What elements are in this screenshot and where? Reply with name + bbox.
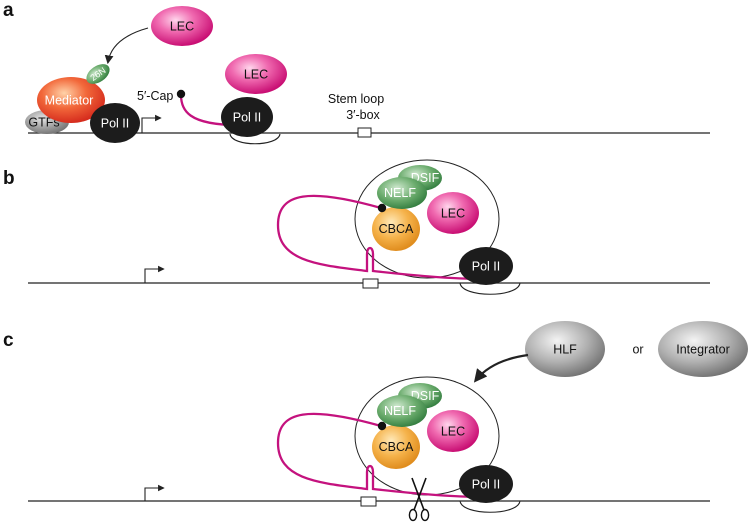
panel-b-cbca	[372, 207, 420, 251]
panel-c-tss-arrow	[144, 484, 165, 501]
panel-c-hlf-label: HLF	[553, 343, 577, 357]
panel-a-mediator-label: Mediator	[45, 94, 94, 108]
panel-c-lec	[427, 410, 479, 452]
panel-c-cbca-label: CBCA	[379, 440, 414, 454]
panel-b-cbca-label: CBCA	[379, 222, 414, 236]
panel-c-dna-bubble	[459, 500, 521, 513]
panel-b-dna-bubble	[459, 282, 521, 295]
panel-c-cbca	[372, 425, 420, 469]
panel-c-rna-loop	[276, 412, 486, 499]
panel-b-box-element	[362, 278, 379, 289]
panel-a-cap-dot	[176, 89, 186, 99]
panel-c-box-element	[360, 496, 377, 507]
panel-a-stem-loop-label: Stem loop	[328, 92, 384, 106]
panel-c-recruitment-arrow	[473, 353, 529, 383]
panel-b-nelf-label: NELF	[384, 186, 416, 200]
panel-c-nelf	[377, 395, 427, 427]
panel-b-rna-loop	[276, 194, 486, 281]
panel-a-lec-free	[151, 6, 213, 46]
panel-b-pol-ii	[459, 247, 513, 285]
panel-a-lec-free-label: LEC	[170, 20, 194, 34]
panel-b-complex-outline	[354, 159, 500, 279]
panel-a-pol-ii-promoter	[90, 103, 140, 143]
panel-c-hlf	[525, 321, 605, 377]
panel-a: a LEC GTFs Mediator 26N Pol II 5′-Cap	[3, 0, 710, 145]
panel-a-dna-bubble	[229, 133, 281, 145]
panel-c-nelf-label: NELF	[384, 404, 416, 418]
panel-c-integrator	[658, 321, 748, 377]
panel-c-or-label: or	[632, 343, 643, 357]
panel-c: c HLF or Integrator Pol II CBCA	[3, 321, 748, 522]
panel-a-letter: a	[3, 0, 14, 21]
panel-c-pol-ii	[459, 465, 513, 503]
panel-c-scissors-handle-right	[420, 508, 430, 522]
panel-c-letter: c	[3, 330, 14, 351]
panel-a-pol-ii-elongating	[221, 97, 273, 137]
panel-c-integrator-label: Integrator	[676, 343, 730, 357]
panel-b-cap-dot	[377, 203, 387, 213]
panel-b-tss-arrow	[144, 265, 165, 283]
panel-b-nelf	[377, 177, 427, 209]
panel-a-cap-label: 5′-Cap	[137, 89, 173, 103]
panel-a-mediator	[37, 77, 105, 123]
panel-a-tss-arrow	[141, 114, 162, 133]
panel-a-box-element	[357, 127, 372, 138]
panel-a-box-label: 3′-box	[346, 108, 380, 122]
panel-c-scissors-blade-left	[411, 477, 425, 511]
panel-c-pol-ii-label: Pol II	[472, 478, 501, 492]
panel-c-lec-label: LEC	[441, 425, 465, 439]
panel-b-lec-label: LEC	[441, 207, 465, 221]
panel-b-lec	[427, 192, 479, 234]
panel-a-gtfs-label: GTFs	[28, 116, 59, 130]
panel-a-subunit-26n-shape	[86, 64, 110, 84]
panel-a-pol-ii-promoter-label: Pol II	[101, 117, 130, 131]
panel-c-scissors-handle-left	[408, 508, 418, 522]
panel-a-pol-ii-elongating-label: Pol II	[233, 111, 262, 125]
panel-c-scissors-blade-right	[413, 477, 427, 511]
panel-a-lec-bound	[225, 54, 287, 94]
panel-a-subunit-26n: 26N	[86, 64, 110, 84]
panel-b-pol-ii-label: Pol II	[472, 260, 501, 274]
panel-a-lec-bound-label: LEC	[244, 68, 268, 82]
panel-c-cap-dot	[377, 421, 387, 431]
panel-a-recruitment-arrow	[104, 27, 149, 65]
panel-b: b Pol II CBCA DSIF NELF LEC	[3, 159, 710, 295]
panel-c-scissors-icon	[408, 477, 430, 522]
panel-b-letter: b	[3, 168, 15, 189]
